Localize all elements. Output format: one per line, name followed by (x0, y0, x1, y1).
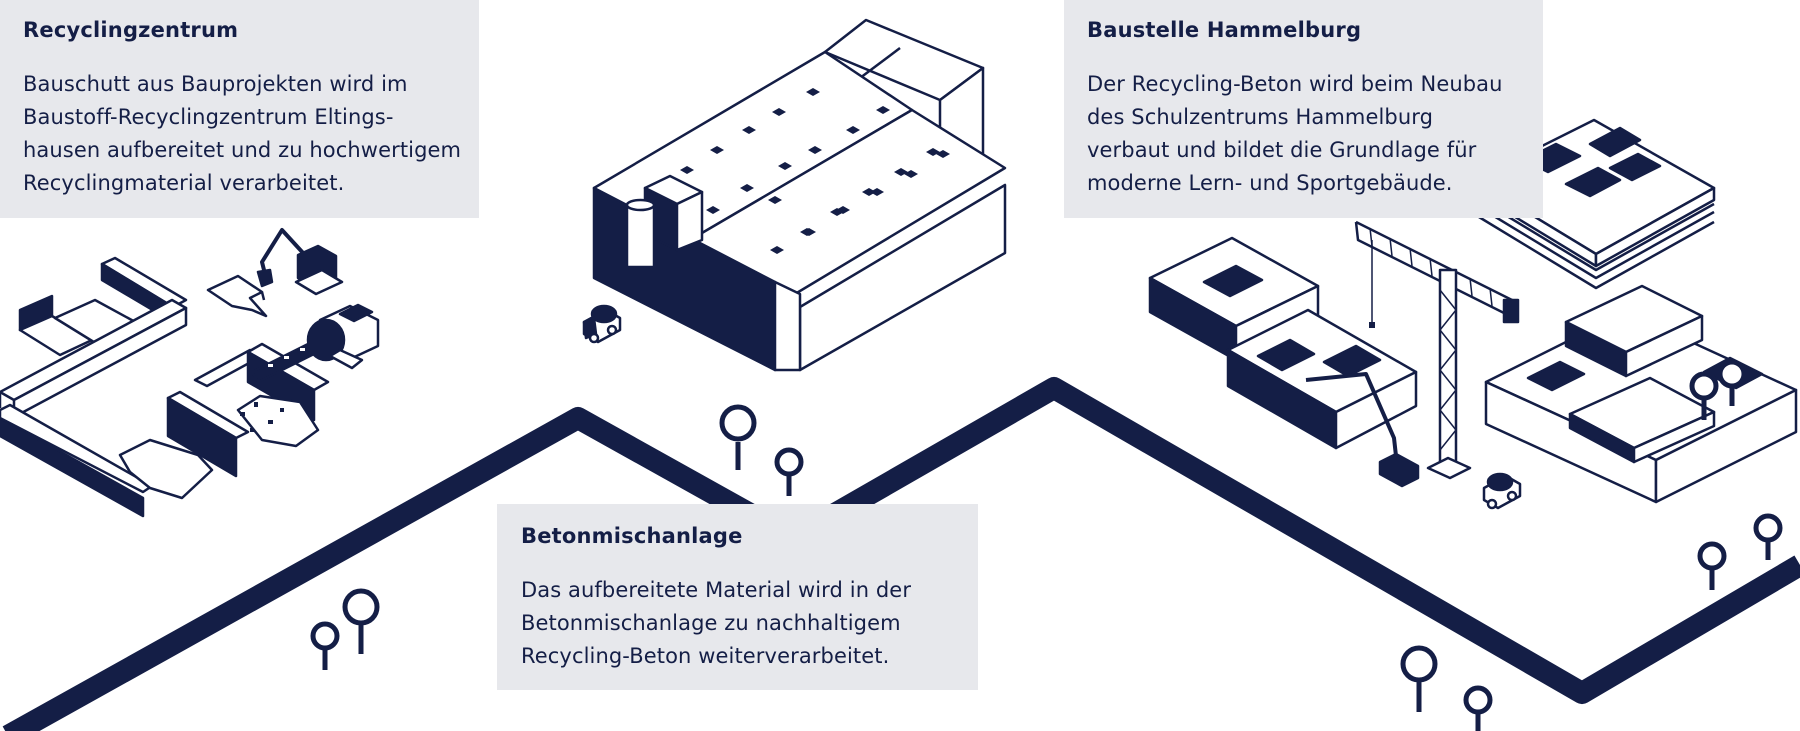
cement-mixer-truck-icon (1482, 472, 1522, 510)
tree-icon (1753, 513, 1783, 560)
conveyor-rollers (268, 348, 305, 367)
crane-jib (1354, 220, 1516, 320)
concrete-plant-illustration (582, 18, 1007, 372)
debris-outline (206, 274, 268, 318)
site-block2-opening (1256, 338, 1316, 372)
trees (310, 359, 1783, 731)
cement-mixer-truck-icon (582, 304, 622, 344)
mixer-truck-wheel (1486, 498, 1498, 510)
pump-boom (1305, 372, 1398, 457)
tree-icon (1697, 541, 1727, 590)
site-block2-opening (1322, 344, 1382, 378)
tree-icon (1717, 359, 1747, 406)
plant-skylights (680, 88, 950, 254)
slab-opening (1564, 166, 1622, 198)
slab-opening (1588, 126, 1642, 158)
debris-line (260, 291, 266, 301)
betonmischanlage-title: Betonmischanlage (521, 524, 743, 548)
crusher-hopper (338, 303, 374, 323)
plant-tower-side (675, 190, 704, 252)
betonmischanlage-info-box: Betonmischanlage Das aufbereitete Materi… (497, 504, 978, 690)
crane-base (1426, 456, 1472, 480)
baustelle-info-box: Baustelle Hammelburg Der Recycling-Beton… (1064, 0, 1543, 218)
crusher-icon (306, 303, 380, 370)
excavator-icon (256, 228, 344, 296)
plant-end-facade (773, 280, 802, 372)
hall-raised-side (1624, 314, 1704, 378)
mixer-truck-wheel (1506, 490, 1518, 502)
crane-counterweight (1502, 298, 1520, 324)
excavator-bucket (256, 268, 274, 288)
yard-front-wall-cap (0, 403, 154, 494)
recyclingzentrum-title: Recyclingzentrum (23, 18, 239, 42)
silo-top (625, 198, 656, 212)
crusher-drum (306, 318, 346, 362)
tower-crane-icon (1354, 220, 1520, 480)
hall-roof-side (1632, 410, 1716, 464)
mixer-truck-drum (1486, 472, 1514, 492)
pump-truck (1378, 452, 1420, 488)
concrete-pump-icon (1305, 372, 1420, 488)
recyclingzentrum-info-box: Recyclingzentrum Bauschutt aus Bauprojek… (0, 0, 479, 218)
crusher-base (328, 348, 364, 370)
tree-icon (1463, 685, 1493, 731)
recycling-yard-illustration (0, 228, 380, 518)
rubble-chunks (240, 402, 284, 432)
tree-icon (719, 404, 757, 470)
betonmischanlage-text: Das aufbereitete Material wird in der Be… (521, 578, 912, 668)
rubble-pile-front (118, 438, 214, 500)
baustelle-text: Der Recycling-Beton wird beim Neubau des… (1087, 72, 1503, 195)
process-path (2, 377, 1800, 731)
site-block2-side (1334, 370, 1418, 450)
plant-rear-block-split (859, 47, 901, 79)
silo-body (625, 203, 656, 269)
hall-opening (1526, 360, 1586, 392)
mixer-truck-wheel (588, 332, 600, 344)
tree-icon (1400, 645, 1438, 712)
crane-mast-lattice (1439, 289, 1457, 451)
tree-icon (1689, 371, 1719, 420)
yard-divider-wall-side (166, 396, 238, 478)
yard-front-wall-top (0, 416, 145, 518)
baustelle-title: Baustelle Hammelburg (1087, 18, 1362, 42)
slab-opening (1608, 152, 1662, 182)
construction-site-illustration (1148, 118, 1798, 510)
silo-icon (625, 198, 656, 300)
tree-icon (310, 621, 340, 670)
mixer-truck-drum (590, 304, 618, 324)
rubble-pile-back (236, 394, 320, 448)
hall-base-side (1654, 388, 1798, 504)
crane-hook (1369, 322, 1375, 328)
tree-icon (342, 588, 380, 654)
excavator-track (294, 268, 344, 296)
mixer-truck-wheel (606, 324, 618, 336)
recyclingzentrum-text: Bauschutt aus Bauprojekten wird im Baust… (23, 72, 462, 195)
tree-icon (774, 447, 804, 496)
site-block-opening (1202, 264, 1264, 298)
